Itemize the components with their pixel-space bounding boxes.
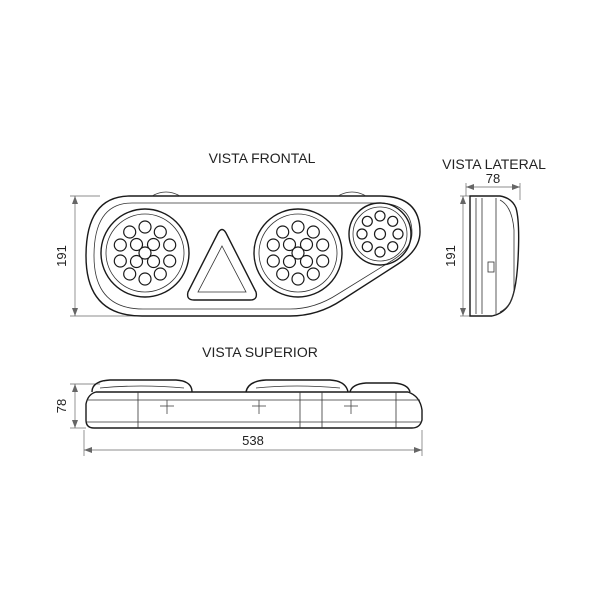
- led: [387, 215, 399, 227]
- left-lamp: [100, 208, 190, 298]
- front-height-label: 191: [54, 245, 69, 267]
- led: [316, 238, 330, 252]
- side-depth-dimension: 78: [465, 171, 521, 200]
- top-centre-marks: [160, 400, 358, 414]
- led: [299, 254, 314, 269]
- led: [146, 254, 161, 269]
- led: [306, 267, 320, 281]
- side-view-title: VISTA LATERAL: [442, 156, 546, 172]
- led: [282, 237, 297, 252]
- led: [291, 272, 305, 286]
- mounting-tab-left: [151, 191, 181, 197]
- led: [123, 267, 137, 281]
- led: [291, 246, 305, 260]
- side-height-dimension: 191: [443, 195, 470, 317]
- led: [276, 225, 290, 239]
- front-view-title: VISTA FRONTAL: [209, 150, 316, 166]
- top-dome-left: [91, 379, 193, 393]
- top-depth-dimension: 78: [54, 383, 100, 429]
- led: [266, 254, 280, 268]
- housing-outline: [85, 195, 421, 317]
- middle-lamp: [253, 208, 343, 298]
- front-view: 191: [54, 191, 421, 317]
- led: [138, 246, 152, 260]
- led: [153, 267, 167, 281]
- led: [138, 272, 152, 286]
- led: [316, 254, 330, 268]
- led: [392, 228, 404, 240]
- right-lamp: [348, 202, 412, 266]
- side-depth-label: 78: [486, 171, 500, 186]
- led: [387, 241, 399, 253]
- top-dome-middle: [245, 379, 349, 393]
- top-view-title: VISTA SUPERIOR: [202, 344, 318, 360]
- led: [374, 210, 386, 222]
- led: [291, 220, 305, 234]
- left-lamp-leds: [113, 220, 177, 286]
- led: [123, 225, 137, 239]
- led: [361, 241, 373, 253]
- led: [374, 246, 386, 258]
- led: [153, 225, 167, 239]
- top-dome-right: [349, 382, 411, 393]
- led: [266, 238, 280, 252]
- led: [356, 228, 368, 240]
- led: [113, 238, 127, 252]
- mounting-tab-right: [337, 191, 367, 197]
- led: [373, 227, 387, 241]
- housing-inner-outline: [93, 202, 413, 310]
- triangle-reflector: [186, 228, 258, 301]
- led: [282, 254, 297, 269]
- led: [361, 215, 373, 227]
- top-width-label: 538: [242, 433, 264, 448]
- top-body: [85, 391, 423, 429]
- led: [163, 254, 177, 268]
- right-lamp-leds: [356, 210, 404, 258]
- front-height-dimension: 191: [54, 195, 150, 317]
- middle-lamp-leds: [266, 220, 330, 286]
- led: [163, 238, 177, 252]
- top-depth-label: 78: [54, 399, 69, 413]
- top-width-dimension: 538: [83, 430, 423, 456]
- led: [146, 237, 161, 252]
- side-height-label: 191: [443, 245, 458, 267]
- led: [276, 267, 290, 281]
- top-view: 78 538: [54, 379, 423, 456]
- led: [306, 225, 320, 239]
- led: [299, 237, 314, 252]
- side-view: 78 191: [443, 171, 521, 317]
- side-body: [469, 195, 520, 317]
- led: [113, 254, 127, 268]
- led: [138, 220, 152, 234]
- led: [129, 237, 144, 252]
- led: [129, 254, 144, 269]
